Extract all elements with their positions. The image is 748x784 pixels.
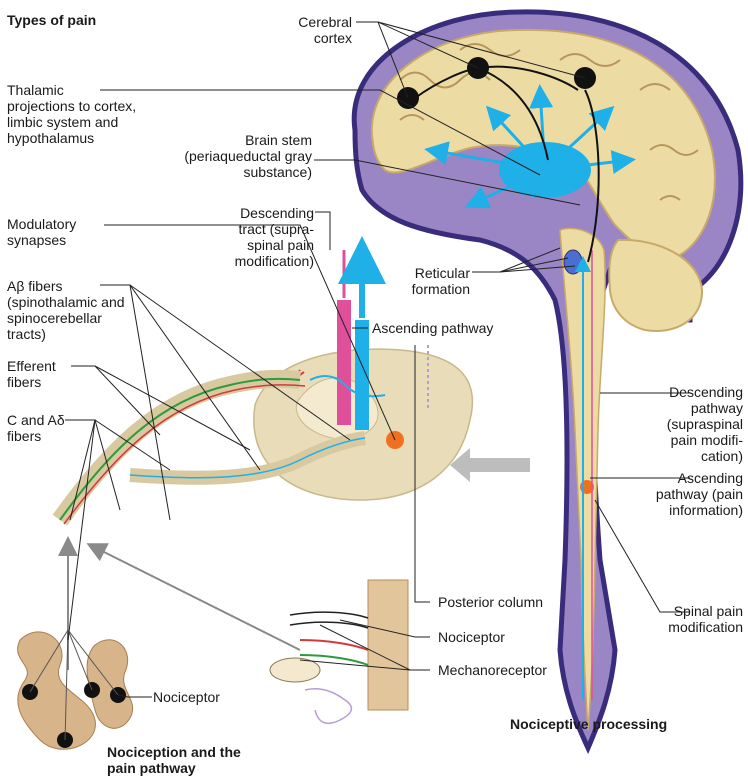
ascending-tract-column bbox=[355, 320, 369, 430]
ascending-pathway-info-label: Ascending pathway (pain information) bbox=[620, 470, 743, 518]
modulatory-synapses-label: Modulatory synapses bbox=[7, 216, 127, 248]
c-adelta-fibers-label: C and Aδ fibers bbox=[7, 412, 107, 444]
descending-tract-column bbox=[337, 300, 351, 425]
efferent-fibers-label: Efferent fibers bbox=[7, 358, 107, 390]
brain-stem-label: Brain stem (periaqueductal gray substanc… bbox=[118, 132, 312, 180]
reticular-formation bbox=[564, 250, 582, 274]
mechanoreceptor-label: Mechanoreceptor bbox=[438, 662, 578, 678]
nociceptive-processing-heading: Nociceptive processing bbox=[510, 716, 710, 732]
descending-tract-label: Descending tract (supra- spinal pain mod… bbox=[200, 205, 314, 269]
spinal-pain-modification-label: Spinal pain modification bbox=[620, 603, 743, 635]
reticular-formation-label: Reticular formation bbox=[360, 265, 470, 297]
viscera-intestine bbox=[18, 630, 133, 749]
ascending-pathway-top-label: Ascending pathway bbox=[372, 320, 542, 336]
posterior-column-label: Posterior column bbox=[438, 594, 588, 610]
cerebral-cortex-label: Cerebral cortex bbox=[232, 14, 352, 46]
nociception-pathway-heading: Nociception and the pain pathway bbox=[107, 744, 307, 776]
types-of-pain-heading: Types of pain bbox=[7, 12, 96, 28]
nociceptor-skin-label: Nociceptor bbox=[438, 629, 558, 645]
abeta-fibers-label: Aβ fibers (spinothalamic and spinocerebe… bbox=[7, 278, 177, 342]
nociceptor-viscera-label: Nociceptor bbox=[153, 689, 253, 705]
skin-receptors bbox=[270, 580, 408, 723]
descending-pathway-label: Descending pathway (supraspinal pain mod… bbox=[620, 384, 743, 464]
